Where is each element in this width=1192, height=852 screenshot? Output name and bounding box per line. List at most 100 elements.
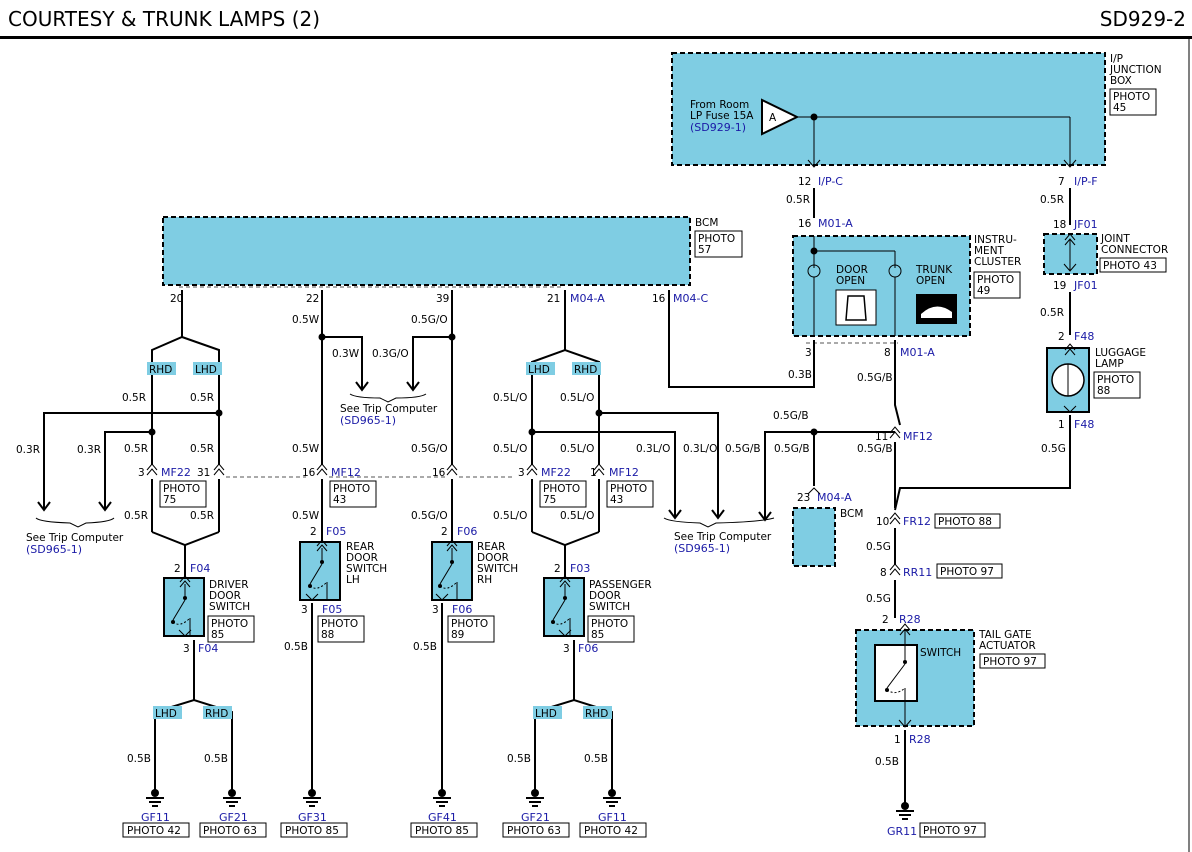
svg-text:PHOTO 63: PHOTO 63 — [507, 825, 561, 837]
svg-text:F48: F48 — [1074, 330, 1094, 343]
svg-text:0.5L/O: 0.5L/O — [560, 510, 594, 522]
svg-text:LHD: LHD — [528, 364, 550, 376]
svg-text:0.5W: 0.5W — [292, 510, 320, 522]
svg-text:BCM: BCM — [695, 217, 718, 229]
svg-text:F06: F06 — [452, 603, 472, 616]
svg-text:0.5B: 0.5B — [204, 753, 228, 765]
svg-text:0.5G/B: 0.5G/B — [774, 443, 810, 455]
ground-gr11 — [895, 795, 915, 820]
svg-text:1: 1 — [590, 467, 597, 479]
bcm-secondary — [792, 507, 836, 567]
svg-text:21: 21 — [547, 293, 560, 305]
svg-text:0.3L/O: 0.3L/O — [636, 443, 670, 455]
svg-text:GF21: GF21 — [521, 811, 550, 824]
svg-text:PHOTO 97: PHOTO 97 — [983, 656, 1037, 668]
svg-text:LHD: LHD — [195, 364, 217, 376]
room-fuse-ref: (SD929-1) — [690, 121, 746, 134]
svg-text:0.3B: 0.3B — [788, 369, 812, 381]
svg-text:PHOTO 97: PHOTO 97 — [940, 566, 994, 578]
svg-text:0.5W: 0.5W — [292, 314, 320, 326]
svg-text:11: 11 — [875, 431, 888, 443]
svg-text:0.5G: 0.5G — [866, 541, 891, 553]
svg-text:3: 3 — [518, 467, 525, 479]
svg-text:RHD: RHD — [574, 364, 597, 376]
svg-text:0.5L/O: 0.5L/O — [493, 510, 527, 522]
svg-text:LHD: LHD — [155, 708, 177, 720]
svg-text:PHOTO 42: PHOTO 42 — [584, 825, 638, 837]
svg-text:0.5L/O: 0.5L/O — [560, 392, 594, 404]
svg-text:RHD: RHD — [585, 708, 608, 720]
ground-gf21-a — [222, 782, 242, 807]
ground-gf21-b — [525, 782, 545, 807]
svg-text:0.5W: 0.5W — [292, 443, 320, 455]
svg-text:(SD965-1): (SD965-1) — [340, 414, 396, 427]
page-id: SD929-2 — [1099, 7, 1186, 31]
svg-text:0.5G/B: 0.5G/B — [725, 443, 761, 455]
svg-text:19: 19 — [1053, 280, 1066, 292]
svg-text:16: 16 — [302, 467, 316, 479]
svg-text:10: 10 — [876, 516, 889, 528]
svg-text:M01-A: M01-A — [900, 346, 935, 359]
svg-text:0.3R: 0.3R — [77, 444, 101, 456]
svg-text:0.5R: 0.5R — [124, 510, 148, 522]
svg-text:SWITCH: SWITCH — [920, 647, 961, 659]
svg-text:0.5B: 0.5B — [507, 753, 531, 765]
svg-text:F06: F06 — [457, 525, 477, 538]
svg-text:0.5R: 0.5R — [1040, 194, 1064, 206]
svg-text:0.3L/O: 0.3L/O — [683, 443, 717, 455]
svg-text:PHOTO 63: PHOTO 63 — [203, 825, 257, 837]
svg-text:GF11: GF11 — [598, 811, 627, 824]
svg-text:JF01: JF01 — [1073, 279, 1098, 292]
svg-text:RHD: RHD — [149, 364, 172, 376]
svg-text:See Trip Computer: See Trip Computer — [340, 403, 438, 415]
ip-conn-c: I/P-C — [818, 175, 843, 188]
ground-gf31 — [302, 782, 322, 807]
svg-text:1: 1 — [1058, 419, 1065, 431]
svg-text:31: 31 — [197, 467, 210, 479]
svg-text:2: 2 — [1058, 331, 1065, 343]
svg-text:2: 2 — [310, 526, 317, 538]
svg-text:0.5L/O: 0.5L/O — [493, 392, 527, 404]
svg-text:See Trip Computer: See Trip Computer — [26, 532, 124, 544]
svg-text:F04: F04 — [190, 562, 210, 575]
svg-text:0.3G/O: 0.3G/O — [372, 348, 409, 360]
svg-text:MF22: MF22 — [541, 466, 571, 479]
svg-text:2: 2 — [882, 614, 889, 626]
svg-text:0.5L/O: 0.5L/O — [493, 443, 527, 455]
svg-text:0.5G/B: 0.5G/B — [857, 443, 893, 455]
svg-text:0.5R: 0.5R — [190, 443, 214, 455]
svg-text:PHOTO 85: PHOTO 85 — [415, 825, 469, 837]
svg-text:GF21: GF21 — [219, 811, 248, 824]
svg-text:M04-A: M04-A — [817, 491, 852, 504]
svg-text:0.5R: 0.5R — [190, 392, 214, 404]
svg-text:0.5R: 0.5R — [190, 510, 214, 522]
header-rule — [0, 36, 1192, 39]
svg-text:GR11: GR11 — [887, 825, 917, 838]
ip-pin-7: 7 — [1058, 176, 1065, 188]
svg-text:PHOTO 97: PHOTO 97 — [923, 825, 977, 837]
svg-text:MF22: MF22 — [161, 466, 191, 479]
